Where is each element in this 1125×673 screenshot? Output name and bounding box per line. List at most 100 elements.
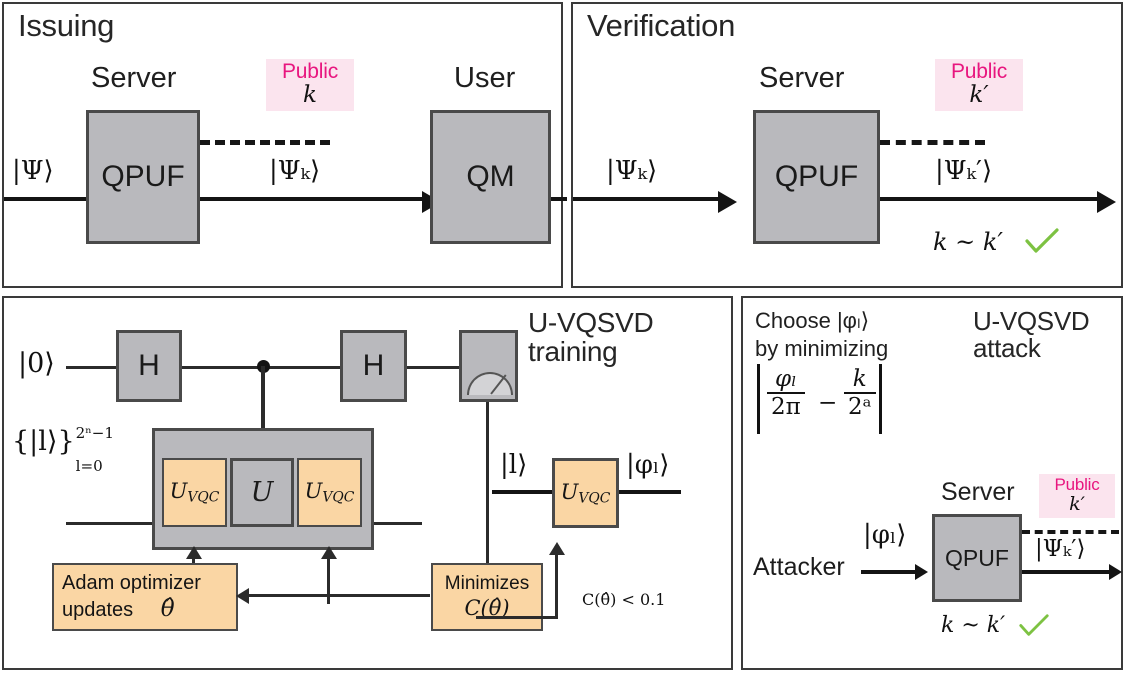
gate-uvqc-left-label: UVQC bbox=[169, 479, 220, 506]
wire-out-right bbox=[619, 490, 681, 494]
wire-in-issuing bbox=[4, 197, 88, 201]
panel-title-attack: U-VQSVD attack bbox=[973, 306, 1090, 364]
arrowhead-verification-end bbox=[1097, 191, 1116, 213]
label-attacker-state: |φₗ⟩ bbox=[863, 520, 907, 550]
box-adam-optimizer: Adam optimizer updates θ̂ bbox=[52, 563, 238, 631]
gate-hadamard-2: H bbox=[340, 330, 407, 402]
feedback-line-right bbox=[327, 550, 330, 604]
badge-public-label: Public bbox=[951, 60, 1007, 83]
badge-public-label: Public bbox=[282, 60, 338, 83]
dashed-public-link-attack bbox=[1022, 530, 1119, 534]
box-qpuf-issuing: QPUF bbox=[86, 110, 200, 244]
wire-threshold-vertical bbox=[555, 548, 558, 618]
register-sup: 2ⁿ−1 bbox=[75, 424, 115, 442]
panel-issuing: Issuing |Ψ⟩ Server QPUF Public k |Ψₖ⟩ Us… bbox=[2, 2, 567, 288]
badge-public-key: k bbox=[303, 82, 317, 108]
wire-threshold-horizontal bbox=[476, 616, 558, 619]
attack-instruction-line-2: by minimizing bbox=[755, 336, 889, 361]
badge-public-attack: Public k′ bbox=[1039, 474, 1115, 518]
arrowhead-to-qpuf-verification bbox=[718, 191, 737, 213]
label-server-issuing: Server bbox=[91, 62, 177, 94]
panel-verification: Verification |Ψₖ⟩ Server QPUF Public k′ … bbox=[571, 2, 1123, 288]
wire-attacker-in bbox=[861, 570, 921, 574]
panel-training: U-VQSVD training |0⟩ H H {|l⟩} 2ⁿ−1 l=0 bbox=[2, 296, 733, 670]
wire-ancilla-1 bbox=[66, 366, 116, 369]
badge-public-verification: Public k′ bbox=[935, 59, 1023, 111]
minimizes-cost-symbol: C(θ̂) bbox=[464, 595, 510, 620]
gate-uvqc-right-label: UVQC bbox=[304, 479, 355, 506]
objective-left-den: 2π bbox=[771, 394, 801, 420]
panel-attack: U-VQSVD attack Choose |φₗ⟩ by minimizing… bbox=[741, 296, 1123, 670]
badge-public-label: Public bbox=[1054, 475, 1100, 494]
label-server-verification: Server bbox=[759, 62, 845, 94]
adam-line-1: Adam optimizer bbox=[62, 571, 201, 594]
gate-uvqc-right: UVQC bbox=[297, 458, 362, 527]
objective-right-num: k bbox=[844, 366, 876, 394]
objective-abs-bar-left bbox=[757, 364, 760, 434]
wire-register-in bbox=[66, 522, 152, 525]
wire-minimizes-to-adam bbox=[244, 594, 430, 597]
gate-u: U bbox=[230, 458, 294, 527]
arrowhead-to-adam bbox=[236, 588, 249, 604]
gate-hadamard-1: H bbox=[116, 330, 182, 402]
gate-u-label: U bbox=[250, 477, 274, 508]
label-out-output-state: |φₗ⟩ bbox=[626, 450, 670, 480]
wire-out-verification bbox=[880, 197, 1105, 201]
wire-out-issuing bbox=[551, 197, 567, 201]
badge-public-issuing: Public k bbox=[266, 59, 354, 111]
dashed-public-link-verification bbox=[880, 140, 985, 145]
arrowhead-feedback-left bbox=[186, 546, 202, 559]
box-minimizes: Minimizes C(θ̂) bbox=[431, 563, 543, 631]
label-key-match-verification: k ~ k′ bbox=[933, 228, 1003, 256]
check-icon-attack bbox=[1019, 614, 1049, 636]
objective-right-den: 2ᵃ bbox=[848, 394, 872, 420]
label-threshold: C(θ̂) < 0.1 bbox=[582, 590, 666, 609]
wire-mid-issuing bbox=[200, 197, 430, 201]
gate-measurement bbox=[459, 330, 518, 402]
minimizes-line-1: Minimizes bbox=[444, 572, 530, 594]
wire-out-left bbox=[492, 490, 552, 494]
arrowhead-threshold-up bbox=[549, 542, 565, 555]
register-sub: l=0 bbox=[75, 456, 103, 475]
objective-operator: − bbox=[818, 390, 838, 416]
label-out-input-state: |l⟩ bbox=[500, 450, 528, 480]
wire-ancilla-3 bbox=[407, 366, 459, 369]
box-qpuf-attack: QPUF bbox=[932, 514, 1022, 602]
dashed-public-link-issuing bbox=[200, 140, 330, 145]
label-ancilla-state: |0⟩ bbox=[18, 348, 55, 379]
panel-title-verification: Verification bbox=[587, 8, 736, 43]
label-attacker: Attacker bbox=[753, 553, 845, 581]
gate-uvqc-output-label: UVQC bbox=[560, 479, 611, 507]
arrowhead-attack-end bbox=[1109, 564, 1122, 580]
wire-register-out bbox=[374, 522, 422, 525]
badge-public-key: k′ bbox=[969, 82, 989, 108]
arrowhead-to-qpuf-attack bbox=[915, 564, 928, 580]
wire-measurement-out bbox=[486, 402, 489, 574]
adam-theta-symbol: θ̂ bbox=[160, 596, 175, 623]
panel-title-issuing: Issuing bbox=[18, 8, 115, 43]
objective-left-fraction: φₗ 2π bbox=[767, 366, 805, 420]
check-icon-verification bbox=[1025, 228, 1059, 253]
label-output-state-verification: |Ψₖ′⟩ bbox=[935, 156, 993, 186]
box-qm-issuing: QM bbox=[430, 110, 551, 244]
badge-public-key: k′ bbox=[1069, 493, 1085, 515]
label-output-state-attack: |Ψₖ′⟩ bbox=[1035, 536, 1086, 562]
arrowhead-feedback-right bbox=[321, 546, 337, 559]
label-input-state-verification: |Ψₖ⟩ bbox=[606, 156, 658, 186]
objective-abs-bar-right bbox=[879, 364, 882, 434]
objective-left-num: φₗ bbox=[767, 366, 805, 394]
label-server-attack: Server bbox=[941, 478, 1015, 506]
gate-uvqc-output: UVQC bbox=[552, 458, 619, 528]
label-register-state: {|l⟩} 2ⁿ−1 l=0 bbox=[12, 424, 115, 475]
register-set: {|l⟩} bbox=[12, 426, 75, 457]
attack-instruction-line-1: Choose |φₗ⟩ bbox=[755, 308, 870, 333]
panel-title-training: U-VQSVD training bbox=[528, 307, 654, 368]
control-line bbox=[261, 366, 265, 428]
label-output-state-issuing: |Ψₖ⟩ bbox=[269, 156, 321, 186]
label-key-match-attack: k ~ k′ bbox=[941, 613, 1006, 638]
label-input-state-issuing: |Ψ⟩ bbox=[12, 156, 54, 186]
wire-in-verification bbox=[573, 197, 723, 201]
wire-attack-out bbox=[1022, 570, 1114, 574]
objective-right-fraction: k 2ᵃ bbox=[844, 366, 876, 420]
